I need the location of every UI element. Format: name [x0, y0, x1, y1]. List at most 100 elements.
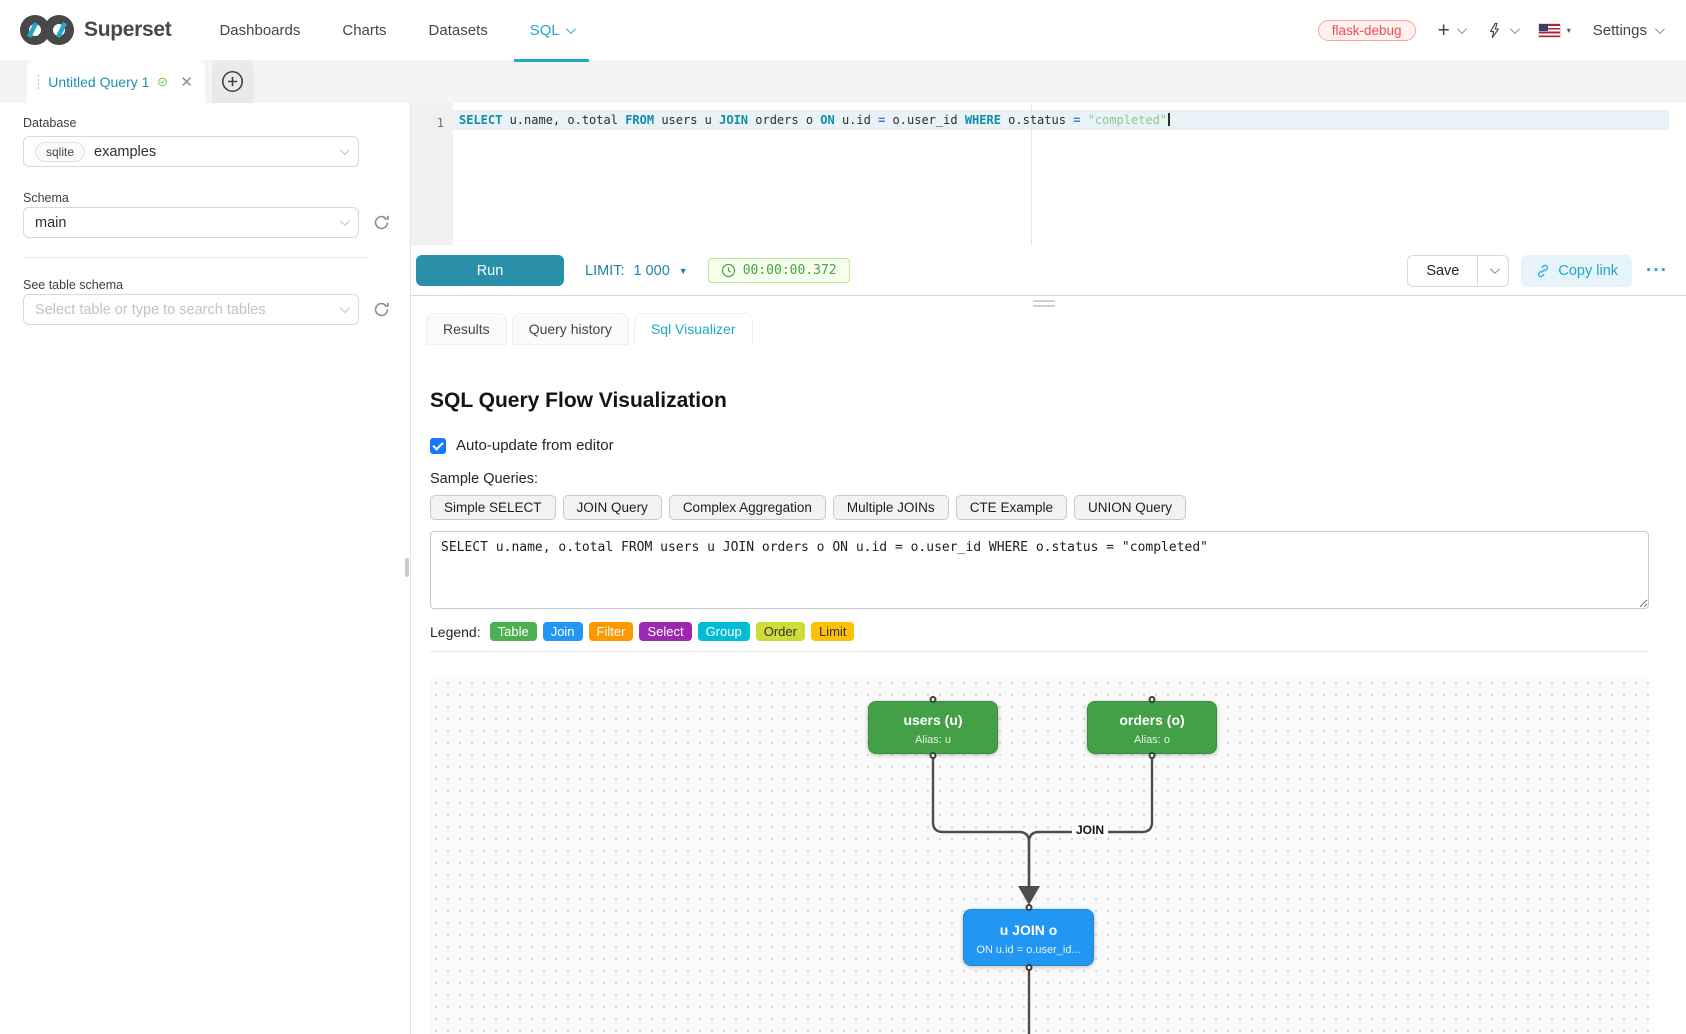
- node-subtitle: ON u.id = o.user_id...: [976, 944, 1081, 956]
- tab-results[interactable]: Results: [426, 313, 507, 345]
- editor-code-area[interactable]: SELECT u.name, o.total FROM users u JOIN…: [453, 103, 1669, 245]
- plus-icon: +: [1437, 18, 1450, 42]
- add-tab-button[interactable]: [221, 70, 244, 98]
- environment-tag: flask-debug: [1317, 19, 1416, 41]
- language-picker[interactable]: ▾: [1538, 23, 1571, 37]
- chevron-down-icon: [1489, 264, 1500, 275]
- active-line-highlight: [453, 110, 1669, 130]
- splitter-drag-handle[interactable]: [1033, 300, 1055, 310]
- chevron-down-icon: [339, 145, 350, 156]
- chevron-down-icon: [1654, 23, 1665, 34]
- chevron-down-icon: [565, 23, 576, 34]
- node-subtitle: Alias: u: [914, 734, 952, 746]
- schema-value: main: [35, 214, 67, 231]
- flow-edges: [931, 754, 1154, 1034]
- database-select[interactable]: sqlite examples: [23, 136, 359, 167]
- close-tab-icon[interactable]: ✕: [180, 73, 193, 91]
- copy-link-label: Copy link: [1558, 262, 1619, 279]
- copy-link-button[interactable]: Copy link: [1521, 254, 1633, 287]
- legend-badge-table: Table: [489, 622, 537, 641]
- print-margin-line: [1031, 103, 1032, 245]
- query-timer: 00:00:00.372: [707, 258, 850, 283]
- chevron-down-icon: [339, 303, 350, 314]
- us-flag-icon: [1538, 23, 1560, 37]
- limit-dropdown[interactable]: LIMIT: 1 000 ▼: [585, 263, 688, 279]
- save-options-button[interactable]: [1478, 254, 1510, 287]
- nav-item-datasets[interactable]: Datasets: [428, 21, 488, 39]
- sidebar-divider: [23, 257, 368, 258]
- query-tab[interactable]: Untitled Query 1 ✕: [27, 60, 205, 103]
- limit-value: 1 000: [633, 262, 670, 279]
- settings-label: Settings: [1592, 21, 1647, 39]
- flow-canvas[interactable]: users (u) Alias: u orders (o) Alias: o u…: [430, 677, 1649, 1034]
- superset-logo[interactable]: Superset: [18, 13, 172, 47]
- timer-value: 00:00:00.372: [742, 263, 837, 278]
- sample-query-join-query[interactable]: JOIN Query: [562, 495, 662, 520]
- schema-select[interactable]: main: [23, 207, 359, 238]
- refresh-schema-button[interactable]: [373, 214, 390, 236]
- auto-update-checkbox[interactable]: [430, 437, 446, 454]
- query-input[interactable]: SELECT u.name, o.total FROM users u JOIN…: [430, 531, 1649, 609]
- sql-editor[interactable]: 1 SELECT u.name, o.total FROM users u JO…: [411, 103, 1669, 245]
- save-button[interactable]: Save: [1407, 254, 1479, 287]
- flow-node-join[interactable]: u JOIN o ON u.id = o.user_id...: [963, 904, 1094, 971]
- sidebar-resize-handle[interactable]: [405, 558, 409, 577]
- tab-sql-visualizer[interactable]: Sql Visualizer: [633, 313, 753, 345]
- database-label: Database: [23, 116, 77, 130]
- sqllab-sidebar: Database sqlite examples Schema main See: [0, 103, 410, 1034]
- navbar: Superset Dashboards Charts Datasets SQL fla…: [0, 0, 1686, 62]
- legend-badge-join: Join: [542, 622, 583, 641]
- node-title: orders (o): [1119, 712, 1185, 728]
- node-title: u JOIN o: [999, 922, 1058, 938]
- flow-node-users[interactable]: users (u) Alias: u: [868, 696, 998, 759]
- schema-label: Schema: [23, 191, 69, 205]
- refresh-icon: [374, 215, 389, 230]
- legend-divider: [430, 651, 1649, 652]
- chevron-down-icon: [339, 216, 350, 227]
- sql-code-line: SELECT u.name, o.total FROM users u JOIN…: [459, 110, 1171, 130]
- clock-icon: [721, 263, 735, 278]
- new-item-menu[interactable]: +: [1437, 18, 1467, 42]
- node-handle[interactable]: [1025, 904, 1032, 911]
- drag-grip-icon[interactable]: [37, 73, 40, 90]
- table-select[interactable]: Select table or type to search tables: [23, 294, 359, 325]
- query-tab-bar: Untitled Query 1 ✕: [0, 60, 1686, 103]
- more-options-button[interactable]: ···: [1646, 259, 1668, 281]
- legend-badge-group: Group: [697, 622, 750, 641]
- node-handle[interactable]: [1148, 696, 1156, 703]
- legend-label: Legend:: [430, 623, 481, 640]
- node-handle[interactable]: [929, 696, 937, 703]
- sample-query-union-query[interactable]: UNION Query: [1073, 495, 1186, 520]
- run-button[interactable]: Run: [416, 255, 564, 286]
- text-cursor: [1168, 113, 1171, 126]
- arrowhead-icon: [1018, 886, 1040, 905]
- tab-query-history[interactable]: Query history: [511, 313, 629, 345]
- main-nav: Dashboards Charts Datasets SQL: [215, 0, 589, 62]
- nav-item-charts[interactable]: Charts: [342, 21, 387, 39]
- sql-toolbar: Run LIMIT: 1 000 ▼ 00:00:00.372 Save: [411, 250, 1668, 291]
- panel-splitter: [411, 295, 1686, 296]
- refresh-icon: [374, 302, 389, 317]
- legend-badge-order: Order: [755, 622, 805, 641]
- sample-query-multiple-joins[interactable]: Multiple JOINs: [832, 495, 949, 520]
- join-edge-label: JOIN: [1072, 823, 1109, 837]
- node-title: users (u): [903, 712, 963, 728]
- node-handle[interactable]: [1025, 964, 1032, 971]
- flow-node-orders[interactable]: orders (o) Alias: o: [1087, 696, 1217, 759]
- sample-query-cte-example[interactable]: CTE Example: [955, 495, 1067, 520]
- auto-update-label: Auto-update from editor: [456, 437, 614, 454]
- node-handle[interactable]: [929, 752, 937, 759]
- query-search-menu[interactable]: [1486, 21, 1520, 40]
- database-type-badge: sqlite: [35, 141, 86, 162]
- settings-menu[interactable]: Settings: [1592, 21, 1665, 39]
- node-handle[interactable]: [1148, 752, 1156, 759]
- sample-query-simple-select[interactable]: Simple SELECT: [430, 495, 556, 520]
- legend-badge-select: Select: [639, 622, 692, 641]
- sample-query-complex-aggregation[interactable]: Complex Aggregation: [668, 495, 826, 520]
- nav-item-sql[interactable]: SQL: [513, 0, 589, 62]
- refresh-tables-button[interactable]: [373, 301, 390, 323]
- table-schema-label: See table schema: [23, 278, 124, 292]
- nav-item-dashboards[interactable]: Dashboards: [219, 21, 301, 39]
